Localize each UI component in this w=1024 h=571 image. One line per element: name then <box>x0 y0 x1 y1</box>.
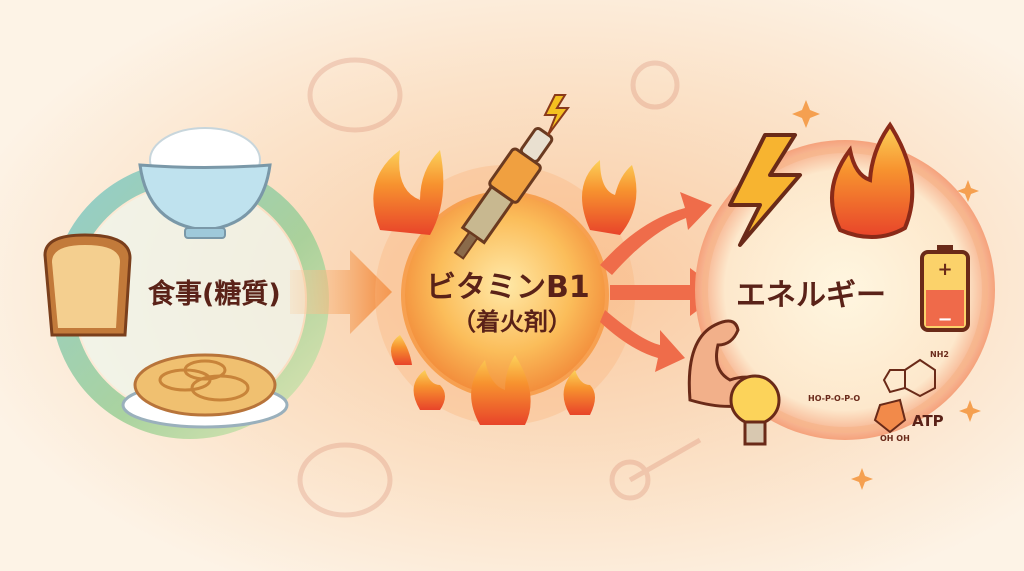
vitamin-sublabel: （着火剤） <box>452 308 572 336</box>
arrow-lower <box>600 310 685 372</box>
atp-hydroxyls: OH OH <box>880 434 910 443</box>
energy-label: エネルギー <box>736 278 886 313</box>
svg-text:+: + <box>937 259 952 280</box>
atp-amine: NH2 <box>930 350 949 359</box>
spark-plug-icon <box>453 126 554 260</box>
atp-molecule-icon <box>873 358 936 434</box>
energy-circle <box>695 140 995 440</box>
food-ring-fill <box>75 185 305 415</box>
atp-phosphates: HO-P-O-P-O <box>808 394 861 403</box>
light-bulb-icon <box>729 374 781 446</box>
sparkle-icons <box>792 100 981 490</box>
spark-icon <box>543 94 570 136</box>
vitamin-label: ビタミンB1 <box>426 270 590 305</box>
battery-icon: + − <box>920 245 970 332</box>
mitochondria-decoration <box>297 57 702 518</box>
flame-icons <box>373 150 637 425</box>
food-label: 食事(糖質) <box>148 279 281 310</box>
arrows-vitamin-to-energy <box>600 192 722 372</box>
bread-icon <box>43 233 132 337</box>
pasta-icon <box>121 353 289 429</box>
svg-text:−: − <box>937 309 952 330</box>
rice-bowl-icon <box>138 127 272 239</box>
lightning-icon <box>728 133 802 247</box>
arrow-upper <box>600 192 712 275</box>
fire-icon <box>830 121 915 240</box>
arrow-middle <box>610 268 722 316</box>
atp-label: ATP <box>912 412 944 430</box>
energy-ring <box>702 147 988 433</box>
arrow-food-to-vitamin <box>290 250 392 334</box>
